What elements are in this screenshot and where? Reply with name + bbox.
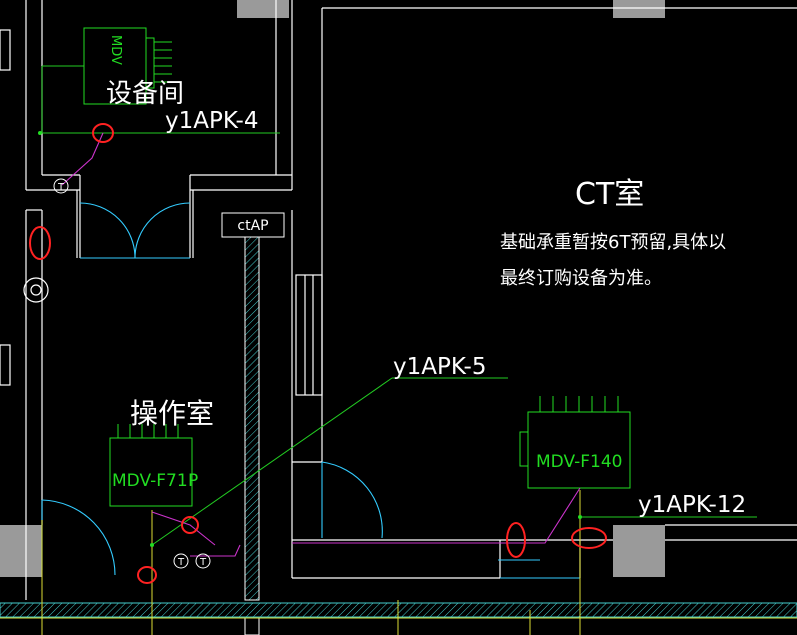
connection-nodes [38, 131, 582, 547]
mdv-f140-label: MDV-F140 [536, 452, 622, 472]
axis-lines [41, 490, 581, 635]
pipe-tag-5: y1APK-5 [393, 354, 486, 380]
mdv-f71-suffix: P [188, 471, 198, 491]
hatched-pillar [244, 236, 260, 635]
room-name-equipment: 设备间 [106, 79, 184, 109]
pipe-tag-4: y1APK-4 [165, 108, 258, 134]
review-markups [29, 123, 607, 584]
mdv-top-label: MDV [108, 35, 123, 65]
room-name-ct: CT室 [575, 177, 644, 212]
ctap-cabinet: ctAP [221, 212, 285, 238]
room-name-operation: 操作室 [130, 397, 214, 430]
mdv-f71-label: MDV-F71 [112, 471, 188, 491]
thermostat-1: T [57, 182, 65, 193]
thermostat-3: T [199, 557, 207, 568]
ctap-label: ctAP [237, 218, 268, 234]
thermostat-2: T [177, 557, 185, 568]
note-line-2: 最终订购设备为准。 [500, 268, 662, 289]
note-line-1: 基础承重暂按6T预留,具体以 [500, 232, 726, 253]
pipe-tag-12: y1APK-12 [638, 492, 746, 518]
mdv-f71-unit [109, 424, 193, 507]
doors [41, 202, 580, 579]
mdv-f140-unit [519, 396, 631, 489]
thermostat-symbols [53, 178, 211, 569]
